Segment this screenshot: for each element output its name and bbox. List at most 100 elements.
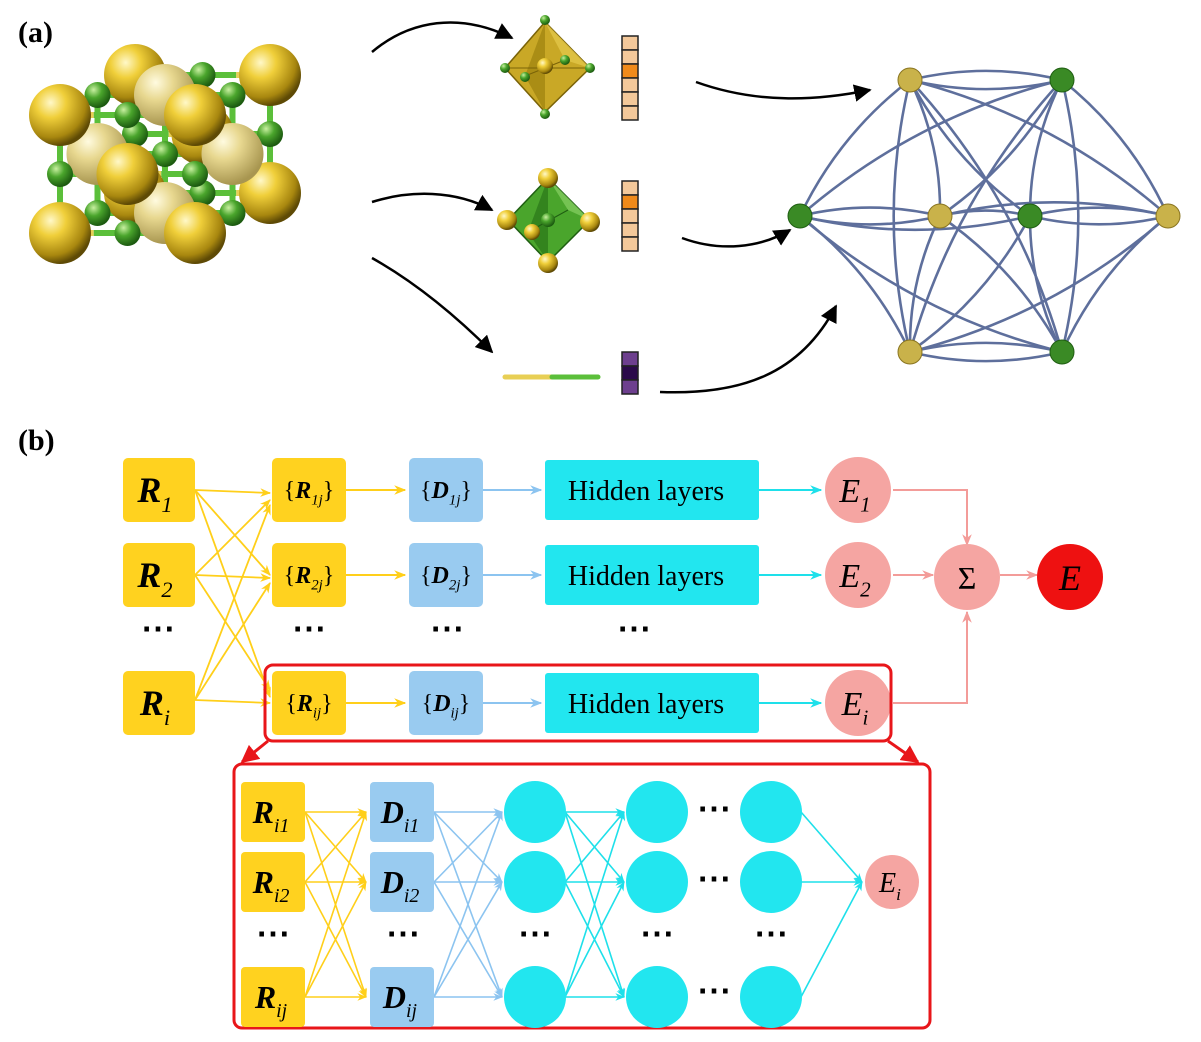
environment-label-sub: ij: [313, 706, 321, 722]
panel-a-label: (a): [18, 16, 53, 49]
environment-box: [272, 458, 346, 522]
environment-box: [272, 543, 346, 607]
graph-edges: [798, 69, 1170, 363]
feature-cell: [621, 49, 639, 65]
descriptor-box: [409, 458, 483, 522]
detail-input-label: Ri1: [252, 794, 290, 837]
descriptor-box: [409, 543, 483, 607]
graph-node-green: [1049, 339, 1075, 365]
lattice-atoms: [29, 44, 301, 264]
detail-descriptor-label-main: D: [380, 794, 404, 830]
detail-ellipsis: ⋯: [256, 916, 290, 953]
ellipsis-environments: ⋯: [292, 611, 326, 648]
graph-node-gold: [897, 339, 923, 365]
detail-descriptor-label-sub: ij: [406, 1000, 418, 1022]
hidden-layers-label: Hidden layers: [568, 561, 724, 592]
panel-b-label: (b): [18, 424, 55, 457]
environment-label: {Rij}: [285, 691, 332, 722]
environment-label-main: R: [294, 478, 311, 504]
detail-ellipsis: ⋯: [697, 861, 731, 898]
descriptor-label: {D1j}: [420, 478, 472, 509]
detail-network-frame: [232, 762, 932, 1030]
green-octahedron-icon: [497, 168, 600, 273]
descriptor-label-sub: ij: [451, 706, 459, 722]
environment-box: [272, 671, 346, 735]
total-energy-node: [1037, 544, 1103, 610]
feature-cell: [621, 208, 639, 224]
feature-vector-green: [621, 180, 639, 252]
feature-cell: [621, 222, 639, 238]
descriptor-label-sub: 1j: [449, 493, 461, 509]
neuron: [740, 781, 802, 843]
feature-cell: [621, 91, 639, 107]
atomic-energy-label: E1: [838, 473, 870, 517]
green-atom: [182, 161, 208, 187]
descriptor-box: [409, 671, 483, 735]
feature-cell: [621, 379, 639, 395]
descriptor-label-sub: 2j: [449, 578, 461, 594]
detail-output-label: Ei: [878, 868, 901, 904]
detail-descriptor-label-main: D: [382, 979, 406, 1015]
feature-cell: [621, 77, 639, 93]
neuron: [626, 781, 688, 843]
detail-input-box: [241, 852, 305, 912]
detail-output-label-main: E: [878, 868, 896, 899]
total-energy-label: E: [1058, 558, 1081, 598]
row-i-highlight: [263, 663, 893, 743]
detail-hidden-arrows: [564, 808, 863, 1001]
green-atom: [47, 161, 73, 187]
feature-cell: [621, 63, 639, 79]
descriptor-label-main: D: [431, 563, 449, 589]
hidden-layers-box: [545, 673, 759, 733]
green-atom: [114, 102, 141, 128]
detail-descriptor-label-sub: i1: [404, 815, 419, 837]
neuron: [626, 851, 688, 913]
atomic-energy-node: [825, 542, 891, 608]
detail-descriptor-label: Di1: [380, 794, 420, 837]
input-label-sub: 2: [161, 577, 172, 602]
detail-ellipsis: ⋯: [697, 791, 731, 828]
detail-input-label: Rij: [254, 979, 288, 1022]
descriptor-label-main: D: [431, 478, 449, 504]
green-atom: [219, 82, 246, 108]
atomic-energy-label-sub: 2: [860, 578, 871, 602]
hidden-layers-box: [545, 460, 759, 520]
detail-input-box: [241, 967, 305, 1027]
gold-atom: [201, 123, 264, 185]
crystal-lattice-icon: [29, 44, 301, 264]
gold-octahedron-icon: [500, 15, 595, 119]
detail-descriptor-label: Di2: [380, 864, 420, 907]
neuron: [504, 781, 566, 843]
hidden-layers-label: Hidden layers: [568, 476, 724, 507]
detail-ellipsis: ⋯: [697, 973, 731, 1010]
neuron: [504, 966, 566, 1028]
detail-input-arrows: [304, 808, 367, 1001]
input-label: R2: [136, 555, 172, 602]
input-to-environment-arrows: [194, 488, 272, 707]
atomic-energy-node: [825, 670, 891, 736]
atomic-energy-label-main: E: [838, 473, 860, 510]
environment-label-main: R: [296, 691, 313, 717]
graph-node-gold: [1155, 203, 1181, 229]
detail-descriptor-arrows: [433, 808, 503, 1001]
detail-input-box: [241, 782, 305, 842]
feature-cell: [621, 180, 639, 196]
detail-ellipsis: ⋯: [518, 916, 552, 953]
detail-descriptor-box: [370, 852, 434, 912]
detail-descriptor-label-main: D: [380, 864, 404, 900]
sum-node: [934, 544, 1000, 610]
detail-ellipsis: ⋯: [640, 916, 674, 953]
descriptor-label-main: D: [432, 691, 450, 717]
green-atom: [219, 200, 246, 226]
zoom-arrow-left: [240, 739, 269, 764]
arrow-gold-to-graph: [695, 80, 872, 102]
environment-label: {R1j}: [284, 478, 335, 509]
detail-ellipsis: ⋯: [754, 916, 788, 953]
neuron: [504, 851, 566, 913]
input-label-main: R: [139, 683, 164, 723]
neuron: [626, 966, 688, 1028]
neuron: [740, 966, 802, 1028]
graph-node-green: [787, 203, 813, 229]
